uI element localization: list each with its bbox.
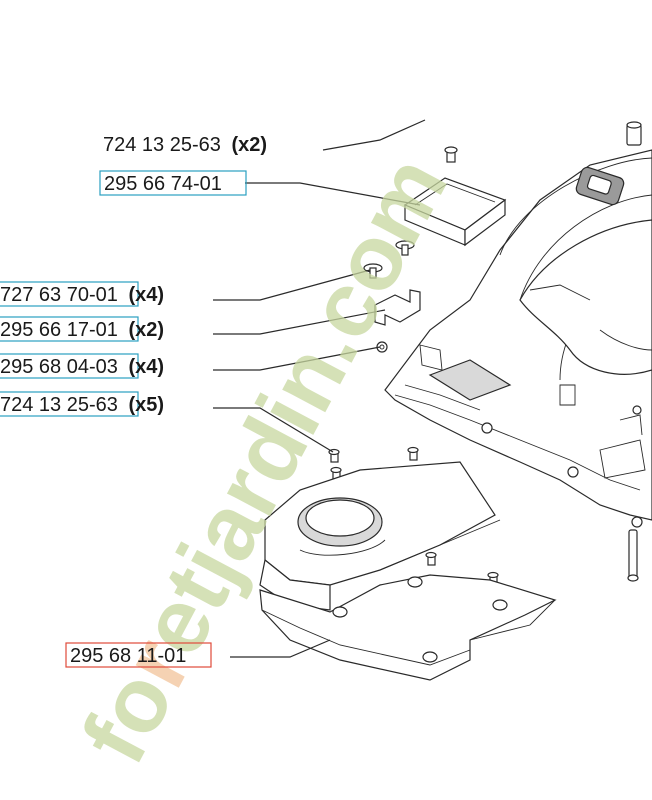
part-number: 727 63 70-01 <box>0 284 118 306</box>
callout-2: 727 63 70-01 (x4) <box>0 281 164 307</box>
svg-text:foretjardin.com: foretjardin.com <box>63 140 467 779</box>
spacer-sleeve <box>626 121 642 146</box>
svg-text:295 68 11-01: 295 68 11-01 <box>70 645 186 667</box>
bracket-part <box>374 289 421 326</box>
part-number-box <box>0 316 139 342</box>
svg-text:724 13 25-63 (x5): 724 13 25-63 (x5) <box>0 394 164 416</box>
front-cover <box>259 461 557 681</box>
screw-1 <box>328 448 340 463</box>
long-bolt <box>627 529 639 582</box>
tray-part <box>403 177 507 247</box>
part-number-box <box>0 353 139 379</box>
part-number: 724 13 25-63 <box>103 134 221 156</box>
part-quantity: (x2) <box>231 134 267 156</box>
part-number-box <box>0 391 139 417</box>
part-quantity: (x5) <box>128 394 164 416</box>
rivet-1 <box>395 240 415 256</box>
callout-6: 295 68 11-01 <box>65 642 212 668</box>
part-number: 295 66 17-01 <box>0 319 118 341</box>
screw-top <box>444 146 458 163</box>
watermark: foretjardin.com <box>63 140 467 779</box>
part-number: 295 68 11-01 <box>70 645 186 667</box>
screw-4 <box>425 551 437 566</box>
callout-3: 295 66 17-01 (x2) <box>0 316 164 342</box>
part-number: 295 66 74-01 <box>104 173 222 195</box>
part-number-box <box>0 281 139 307</box>
callout-labels: 724 13 25-63 (x2) 295 66 74-01 727 63 70… <box>0 134 267 668</box>
svg-text:295 66 17-01 (x2): 295 66 17-01 (x2) <box>0 319 164 341</box>
rivet-2 <box>363 263 383 279</box>
part-number-box <box>65 642 212 668</box>
mower-deck <box>384 121 652 582</box>
part-number: 724 13 25-63 <box>0 394 118 416</box>
callout-1: 295 66 74-01 <box>99 170 247 196</box>
callout-5: 724 13 25-63 (x5) <box>0 391 164 417</box>
part-quantity: (x4) <box>128 284 164 306</box>
part-number: 295 68 04-03 <box>0 356 118 378</box>
svg-text:295 66 74-01: 295 66 74-01 <box>104 173 222 195</box>
part-quantity: (x2) <box>128 319 164 341</box>
leader-lines <box>213 119 426 658</box>
callout-0: 724 13 25-63 (x2) <box>103 134 267 156</box>
part-quantity: (x4) <box>128 356 164 378</box>
screw-3 <box>407 446 419 461</box>
part-number-box <box>99 170 247 196</box>
svg-text:724 13 25-63 (x2): 724 13 25-63 (x2) <box>103 134 267 156</box>
callout-4: 295 68 04-03 (x4) <box>0 353 164 379</box>
svg-text:727 63 70-01 (x4): 727 63 70-01 (x4) <box>0 284 164 306</box>
deck-logo-icon <box>575 166 625 206</box>
svg-text:295 68 04-03 (x4): 295 68 04-03 (x4) <box>0 356 164 378</box>
